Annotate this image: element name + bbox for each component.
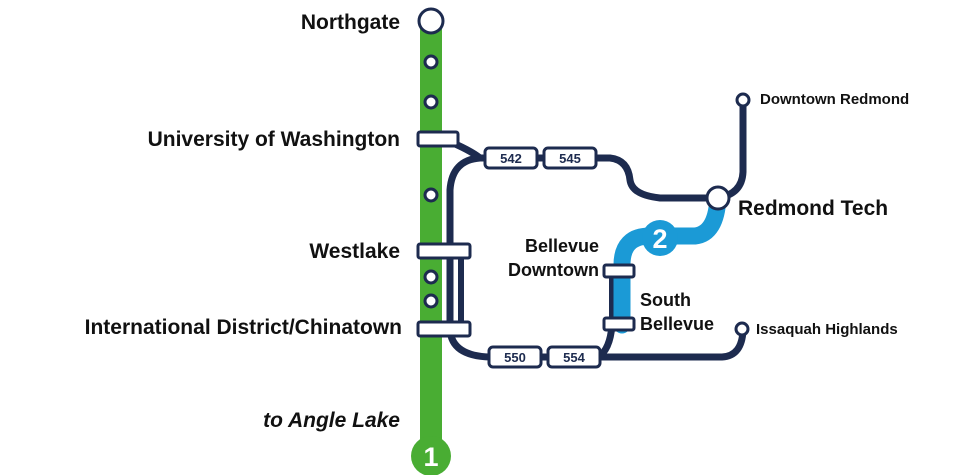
station-label-downtown-redmond: Downtown Redmond [760, 91, 909, 108]
station-label-issaquah-highlands: Issaquah Highlands [756, 321, 898, 338]
route-badge-545-label: 545 [559, 151, 581, 166]
issaquah-highlands-stop [734, 321, 750, 337]
downtown-redmond-stop [735, 92, 751, 108]
station-label-redmond-tech: Redmond Tech [738, 197, 888, 220]
line-1-badge: 1 [411, 436, 451, 475]
route-badge-554: 554 [546, 345, 602, 369]
line-1-stop [423, 54, 439, 70]
route-badge-542: 542 [483, 146, 539, 170]
south-bellevue-transfer-bar [602, 316, 636, 332]
station-label-bellevue-downtown-line1: Bellevue [525, 236, 599, 256]
line-1-stop [423, 269, 439, 285]
station-label-northgate: Northgate [301, 11, 400, 34]
line-2-badge-label: 2 [652, 224, 667, 254]
route-badge-550: 550 [487, 345, 543, 369]
idc-transfer-bar [416, 320, 472, 338]
destination-label: to Angle Lake [263, 409, 400, 432]
westlake-transfer-bar [416, 242, 472, 260]
line-2-badge: 2 [642, 220, 678, 256]
station-label-uw: University of Washington [148, 128, 400, 151]
line-1-stop [423, 293, 439, 309]
station-label-westlake: Westlake [309, 240, 400, 263]
redmond-tech-stop [705, 185, 731, 211]
bus-loop-uw-idc-path [446, 154, 494, 361]
bus-route-542-545-path [442, 136, 722, 202]
northgate-terminal-stop [417, 7, 445, 35]
route-badge-542-label: 542 [500, 151, 522, 166]
station-label-south-bellevue-line1: South [640, 290, 691, 310]
uw-transfer-bar [416, 130, 460, 148]
route-badge-554-label: 554 [563, 350, 585, 365]
line-1-badge-label: 1 [423, 442, 438, 472]
bellevue-downtown-transfer-bar [602, 263, 636, 279]
station-label-bellevue-downtown-line2: Downtown [508, 260, 599, 280]
bus-redmond-branch-path [714, 96, 747, 202]
line-1-stop [423, 94, 439, 110]
station-label-id-chinatown: International District/Chinatown [85, 316, 402, 339]
route-badge-545: 545 [542, 146, 598, 170]
station-label-south-bellevue-line2: Bellevue [640, 314, 714, 334]
line-1-stop [423, 187, 439, 203]
route-badge-550-label: 550 [504, 350, 526, 365]
